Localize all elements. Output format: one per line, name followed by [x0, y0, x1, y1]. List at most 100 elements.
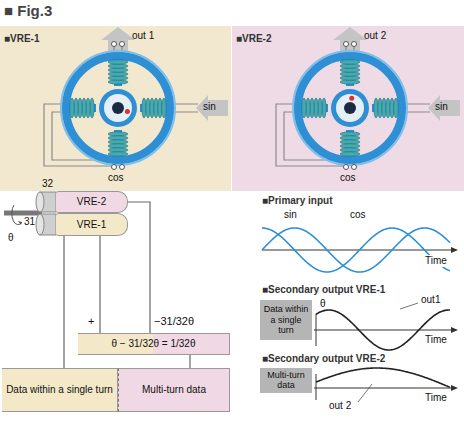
figure-label: cos — [340, 172, 356, 184]
node-text: VRE-2 — [77, 196, 106, 208]
figure-label: out 1 — [132, 30, 154, 42]
rotor-mark — [349, 96, 354, 101]
input-arrow — [428, 95, 460, 121]
terminal — [352, 42, 357, 47]
figure-label: 31 — [24, 216, 35, 228]
node-text: Data within a single turn — [6, 384, 113, 396]
terminal — [120, 165, 125, 170]
figure-label: cos — [108, 172, 124, 184]
sin-wave — [262, 228, 450, 272]
winding — [302, 98, 306, 118]
waveform-graphs — [262, 228, 458, 402]
phase-marker — [316, 314, 317, 346]
cos-wave — [262, 228, 450, 272]
time-axis — [314, 388, 453, 389]
signal-line — [99, 236, 100, 333]
winding — [108, 60, 128, 64]
winding — [340, 60, 360, 64]
shaft-and-caps — [4, 192, 56, 235]
shaft — [4, 211, 42, 216]
data-box: Multi-turn data — [118, 368, 230, 412]
figure-label: out 2 — [328, 400, 352, 412]
figure-label: out1 — [420, 294, 441, 306]
node-text: Data within a single turn — [263, 304, 309, 335]
axis-arrowhead — [451, 247, 458, 253]
figure-label: ■Secondary output VRE-2 — [262, 353, 385, 365]
terminal — [344, 165, 349, 170]
rotor-face — [104, 94, 132, 122]
coil — [68, 98, 96, 118]
edge-label: + — [88, 315, 94, 327]
axis-arrowhead — [451, 327, 458, 333]
signal-line — [63, 236, 64, 368]
coil — [108, 58, 128, 86]
resolver-vre2 — [276, 27, 460, 170]
out2-wave — [316, 368, 450, 387]
coil — [340, 130, 360, 158]
figure-label: ■Secondary output VRE-1 — [262, 284, 385, 296]
input-arrow — [196, 95, 228, 121]
stator-ring-outer — [293, 51, 407, 165]
figure-label: ■VRE-1 — [4, 33, 40, 45]
figure-label: Time — [424, 392, 448, 404]
rotor — [331, 89, 369, 127]
figure-label: sin — [203, 101, 216, 113]
waveform-tag: Multi-turn data — [260, 368, 312, 393]
winding — [162, 98, 166, 118]
node-text: Multi-turn data — [142, 384, 206, 396]
figure-title: ■ Fig.3 — [4, 2, 52, 19]
signal-line — [128, 202, 150, 333]
rotor-hub — [112, 102, 124, 114]
stator-ring — [298, 56, 402, 160]
rotor-face — [336, 94, 364, 122]
terminal — [120, 42, 125, 47]
figure-label: out 2 — [364, 30, 386, 42]
rotor-mark — [125, 109, 130, 114]
leader-line — [400, 303, 418, 309]
vre2-panel — [232, 26, 464, 191]
winding — [340, 152, 360, 156]
edge-label: −31/32θ — [154, 315, 194, 327]
figure-label: ■VRE-2 — [236, 33, 272, 45]
signal-line — [189, 355, 190, 368]
stator-ring-outer — [61, 51, 175, 165]
formula-box: θ − 31/32θ = 1/32θ — [78, 333, 230, 355]
figure-label: θ — [8, 232, 14, 244]
coil — [300, 98, 328, 118]
time-axis — [314, 330, 453, 331]
coil — [108, 130, 128, 158]
encoder-cylinder: VRE-2 — [56, 191, 128, 213]
end-cap — [36, 214, 44, 235]
rotor — [99, 89, 137, 127]
node-text: VRE-1 — [77, 219, 106, 231]
stator-ring — [66, 56, 170, 160]
leader-line — [358, 384, 372, 402]
figure-label: ■Primary input — [262, 195, 333, 207]
terminal — [344, 42, 349, 47]
terminal — [352, 165, 357, 170]
figure-label: sin — [435, 101, 448, 113]
encoder-cylinder: VRE-1 — [56, 213, 128, 236]
winding — [108, 152, 128, 156]
data-box: Data within a single turn — [2, 368, 118, 412]
rotation-arrow — [12, 205, 22, 225]
vre1-panel — [0, 26, 231, 191]
coil — [340, 58, 360, 86]
figure-label: Time — [424, 255, 448, 267]
axis-arrowhead — [451, 385, 458, 391]
rotor-hub — [344, 102, 356, 114]
coil — [140, 98, 168, 118]
phase-marker — [316, 374, 317, 400]
end-cap — [36, 192, 44, 212]
node-text: Multi-turn data — [263, 370, 309, 391]
figure-label: sin — [284, 209, 297, 221]
rotation-arrowhead — [18, 221, 22, 225]
winding — [394, 98, 398, 118]
terminal — [112, 42, 117, 47]
figure-label: Time — [424, 334, 448, 346]
out1-wave — [316, 310, 450, 350]
winding — [70, 98, 74, 118]
terminal — [112, 165, 117, 170]
figure-label: 32 — [42, 178, 53, 190]
